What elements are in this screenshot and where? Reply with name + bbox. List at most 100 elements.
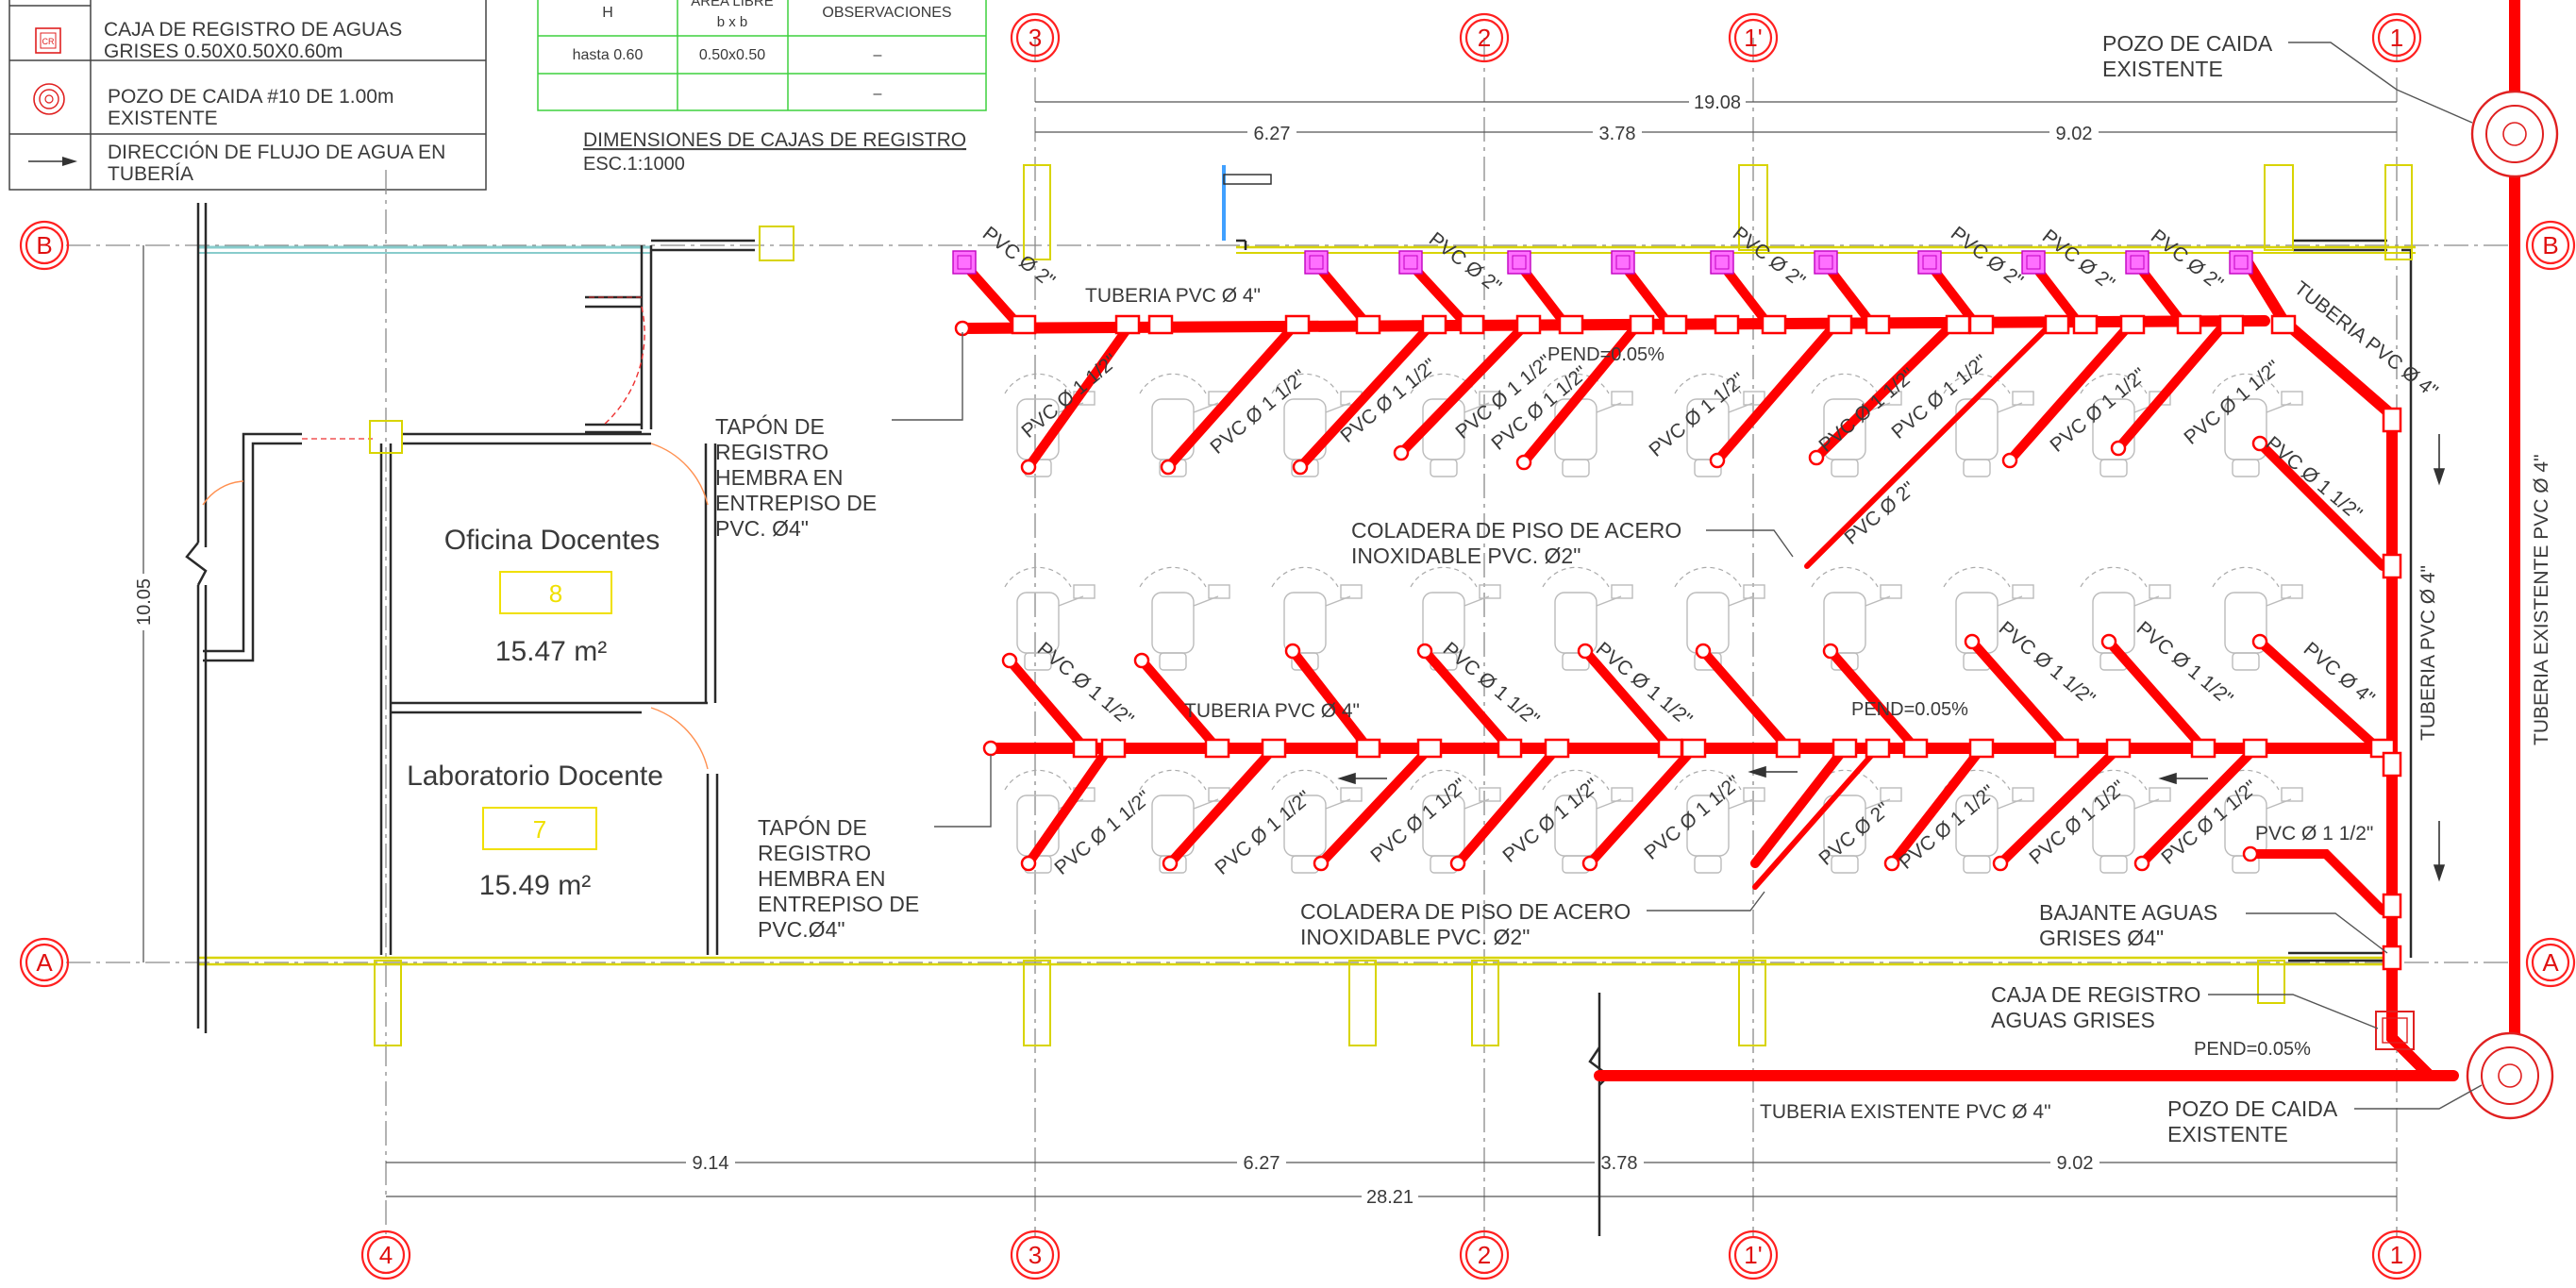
pipe-fitting: [1968, 738, 1995, 759]
pipe-fitting: [2072, 314, 2099, 335]
pvc-diameter-label: PVC Ø 2": [979, 223, 1059, 293]
pvc-diameter-label: PVC Ø 4": [2300, 638, 2379, 710]
coladera-bot-2: INOXIDABLE PVC. Ø2": [1300, 925, 1530, 949]
pipe-fitting: [1421, 314, 1447, 335]
tuberia-existente-bot-label: TUBERIA EXISTENTE PVC Ø 4": [1760, 1101, 2051, 1123]
tapon-bot-3: HEMBRA EN: [758, 866, 885, 891]
pipe-fitting: [2044, 314, 2070, 335]
pipe-end-cap: [1581, 855, 1598, 872]
dim-top-3: 9.02: [2056, 124, 2093, 144]
pvc-diameter-label: PVC Ø 1 1/2": [2255, 823, 2373, 845]
grid-bubble-a-right: A: [2525, 937, 2576, 988]
pipe-fitting: [2190, 738, 2216, 759]
pipe-end-cap: [982, 740, 999, 757]
grid-bubble-2-bottom: 2: [1459, 1229, 1510, 1280]
box-dimension-table: H AREA LIBRE b x b OBSERVACIONES hasta 0…: [537, 0, 987, 175]
svg-text:4: 4: [379, 1241, 393, 1269]
room-laboratorio-docente: Laboratorio Docente 7 15.49 m²: [407, 761, 663, 901]
pend-bottom-label: PEND=0.05%: [2194, 1039, 2311, 1060]
table-title: DIMENSIONES DE CAJAS DE REGISTRO: [583, 129, 966, 151]
pipe-fitting: [1827, 314, 1853, 335]
grid-bubble-2-top: 2: [1459, 12, 1510, 63]
pozo-top-label-2: EXISTENTE: [2102, 57, 2223, 81]
svg-text:B: B: [2542, 231, 2558, 259]
table-cell: hasta 0.60: [573, 47, 644, 63]
dental-chair: [1139, 373, 1230, 477]
tapon-top-4: ENTREPISO DE: [715, 491, 877, 515]
flow-arrows: [1337, 434, 2446, 882]
registro-box: [1814, 250, 1838, 275]
tuberia-top-label: TUBERIA PVC Ø 4": [1085, 285, 1261, 307]
pipe-fitting: [1011, 314, 1037, 335]
svg-text:2: 2: [1478, 1241, 1491, 1269]
coladera-bot-1: COLADERA DE PISO DE ACERO: [1300, 899, 1631, 924]
pipe-fitting: [1761, 314, 1787, 335]
pipe-end-cap: [1577, 643, 1594, 660]
legend-caja-text-2: GRISES 0.50X0.50X0.60m: [104, 41, 343, 62]
caja-label-2: AGUAS GRISES: [1991, 1008, 2155, 1032]
room-oficina-docentes: Oficina Docentes 8 15.47 m²: [444, 525, 660, 667]
svg-text:CR: CR: [42, 37, 55, 46]
grid-bubble-b-right: B: [2525, 220, 2576, 271]
pipe-fitting: [2382, 945, 2402, 971]
pipe-end-cap: [1284, 643, 1301, 660]
tapon-top-5: PVC. Ø4": [715, 516, 809, 541]
grid-bubble-1-bottom: 1: [2371, 1229, 2422, 1280]
pipe-end-cap: [1695, 643, 1712, 660]
pvc-diameter-label: PVC Ø 2": [1840, 477, 1919, 549]
pvc-diameter-label: PVC Ø 2": [1947, 223, 2027, 293]
pipe-fitting: [1865, 314, 1891, 335]
table-cell: –: [874, 86, 882, 102]
svg-text:1: 1: [2390, 24, 2403, 52]
pvc-diameter-label: PVC Ø 1 1/2": [1366, 775, 1471, 867]
pipe-fitting: [2105, 738, 2132, 759]
grid-bubble-1-top: 1: [2371, 12, 2422, 63]
dim-bottom-1: 9.14: [693, 1153, 729, 1174]
pvc-diameter-label: PVC Ø 1 1/2": [1033, 638, 1138, 730]
legend-pozo-text-1: POZO DE CAIDA #10 DE 1.00m: [108, 86, 393, 108]
dim-top-total: 19.08: [1694, 92, 1741, 113]
dental-chair: [1139, 566, 1230, 671]
pipe-end-cap: [1964, 633, 1981, 650]
pipe-end-cap: [1449, 855, 1466, 872]
registro-box: [1611, 250, 1635, 275]
pipe-fitting: [1284, 314, 1311, 335]
registro-box: [2229, 250, 2253, 275]
grid-bubble-b-left: B: [19, 220, 70, 271]
table-header-area: AREA LIBRE: [691, 0, 774, 9]
dim-bottom-total: 28.21: [1366, 1187, 1413, 1208]
caja-registro-aguas-grises: [2375, 1011, 2415, 1050]
room-area: 15.47 m²: [495, 636, 607, 667]
pipe-fitting: [1968, 314, 1995, 335]
pipe-fitting: [1662, 314, 1688, 335]
pvc-diameter-label: PVC Ø 1 1/2": [2133, 617, 2237, 710]
bajante-1: BAJANTE AGUAS: [2039, 900, 2217, 925]
registro-box: [1304, 250, 1329, 275]
tapon-bot-2: REGISTRO: [758, 841, 871, 865]
flow-arrow-icon: [28, 157, 77, 166]
pipe-fitting: [1459, 314, 1485, 335]
dim-left-vertical: 10.05: [134, 578, 155, 626]
dim-top-1: 6.27: [1254, 124, 1291, 144]
pipe-fitting: [2382, 751, 2402, 778]
pipe-end-cap: [1292, 459, 1309, 476]
pipe-fitting: [1902, 738, 1929, 759]
tapon-bot-5: PVC.Ø4": [758, 917, 845, 942]
pipe-fitting: [2382, 893, 2402, 919]
dental-chair: [1004, 566, 1096, 671]
pipe-fitting: [1558, 314, 1584, 335]
tapon-top-2: REGISTRO: [715, 440, 828, 464]
pipe-end-cap: [1808, 449, 1825, 466]
caja-label-1: CAJA DE REGISTRO: [1991, 982, 2200, 1007]
grid-bubble-3-bottom: 3: [1010, 1229, 1061, 1280]
pvc-diameter-label: PVC Ø 1 1/2": [2262, 432, 2367, 525]
dental-chair: [1542, 566, 1633, 671]
dim-bottom-3: 3.78: [1601, 1153, 1638, 1174]
pipe-end-cap: [1001, 652, 1018, 669]
pipe-network: [954, 0, 2520, 1081]
registro-box: [2021, 250, 2046, 275]
room-area: 15.49 m²: [479, 870, 591, 901]
table-cell: –: [874, 47, 882, 63]
pozo-bottom-label-1: POZO DE CAIDA: [2167, 1096, 2338, 1121]
caja-registro-icon: CR: [35, 27, 61, 54]
